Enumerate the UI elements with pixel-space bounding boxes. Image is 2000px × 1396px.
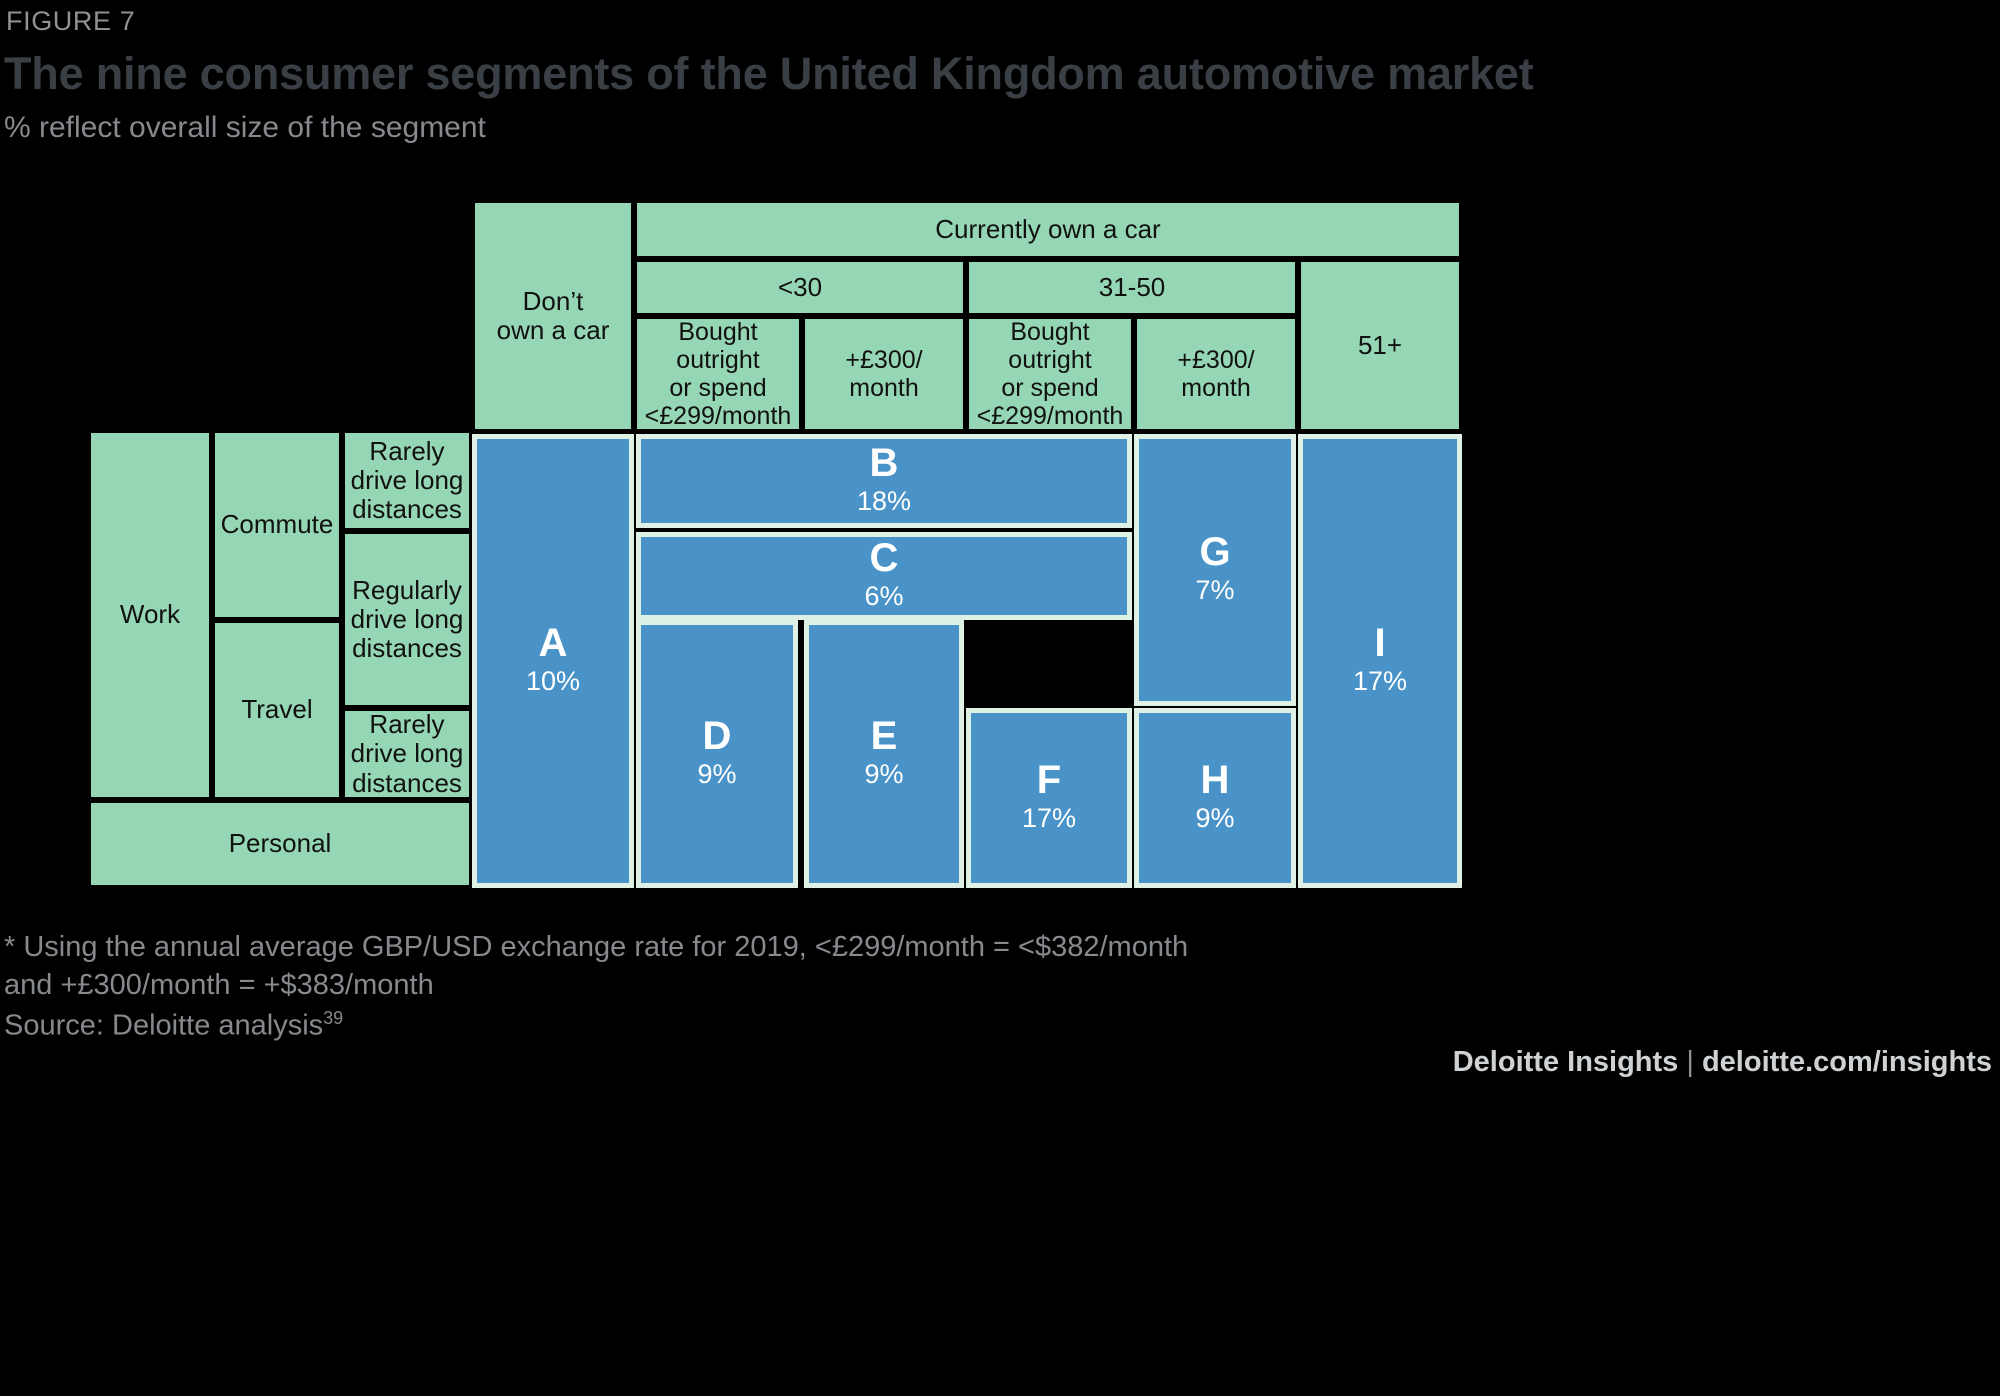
segment-tile-b[interactable]: B 18% — [636, 434, 1132, 528]
segment-tile-a[interactable]: A 10% — [472, 434, 634, 888]
row-header-rarely-drive-long-distances-commute: Rarely drive long distances — [342, 430, 472, 531]
segment-tile-h[interactable]: H 9% — [1134, 708, 1296, 888]
segment-letter: E — [870, 713, 898, 758]
column-header-age-51-plus: 51+ — [1298, 259, 1462, 432]
row-header-travel: Travel — [212, 620, 342, 800]
row-header-commute: Commute — [212, 430, 342, 620]
segment-percent: 9% — [697, 758, 737, 789]
segment-tile-e[interactable]: E 9% — [804, 620, 964, 888]
page-title: The nine consumer segments of the United… — [4, 48, 1534, 99]
segment-percent: 7% — [1195, 574, 1235, 605]
segment-tile-d[interactable]: D 9% — [636, 620, 798, 888]
segment-percent: 17% — [1352, 665, 1408, 696]
segment-letter: B — [869, 440, 899, 485]
row-header-regularly-drive-long-distances: Regularly drive long distances — [342, 531, 472, 708]
segment-letter: A — [538, 620, 568, 665]
figure-label: FIGURE 7 — [6, 6, 136, 36]
row-header-personal: Personal — [88, 800, 472, 888]
segment-letter: I — [1374, 620, 1386, 665]
column-header-age-31-50: 31-50 — [966, 259, 1298, 316]
source-line: Source: Deloitte analysis39 — [4, 1008, 343, 1043]
row-header-rarely-drive-long-distances-travel: Rarely drive long distances — [342, 708, 472, 800]
segment-letter: D — [702, 713, 732, 758]
segment-tile-c[interactable]: C 6% — [636, 532, 1132, 620]
segment-letter: F — [1036, 757, 1062, 802]
segment-percent: 9% — [864, 758, 904, 789]
segment-percent: 10% — [525, 665, 581, 696]
segment-letter: C — [869, 535, 899, 580]
segment-percent: 9% — [1195, 802, 1235, 833]
segment-percent: 6% — [864, 580, 904, 611]
segment-percent: 18% — [856, 485, 912, 516]
figure-subtitle: % reflect overall size of the segment — [4, 111, 486, 144]
segment-tile-g[interactable]: G 7% — [1134, 434, 1296, 706]
source-label: Source: Deloitte analysis — [4, 1009, 324, 1042]
segment-letter: H — [1200, 757, 1230, 802]
brand-separator: | — [1678, 1046, 1702, 1078]
column-header-plus-300-31-50: +£300/ month — [1134, 316, 1298, 432]
column-header-currently-own-a-car: Currently own a car — [634, 200, 1462, 259]
brand-url: deloitte.com/insights — [1701, 1046, 1992, 1078]
source-reference: 39 — [323, 1008, 344, 1028]
brand-name: Deloitte Insights — [1452, 1046, 1679, 1078]
column-header-age-under-30: <30 — [634, 259, 966, 316]
brand-footer: Deloitte Insights | deloitte.com/insight… — [1453, 1046, 1992, 1079]
column-header-bought-outright-31-50: Bought outright or spend <£299/month — [966, 316, 1134, 432]
footnote-exchange-rate: * Using the annual average GBP/USD excha… — [4, 931, 1189, 1002]
column-header-dont-own-a-car: Don’t own a car — [472, 200, 634, 432]
segment-percent: 17% — [1021, 802, 1077, 833]
segment-letter: G — [1199, 529, 1231, 574]
column-header-bought-outright-under-30: Bought outright or spend <£299/month — [634, 316, 802, 432]
segment-tile-f[interactable]: F 17% — [966, 708, 1132, 888]
segment-tile-i[interactable]: I 17% — [1298, 434, 1462, 888]
column-header-plus-300-under-30: +£300/ month — [802, 316, 966, 432]
row-header-work: Work — [88, 430, 212, 800]
